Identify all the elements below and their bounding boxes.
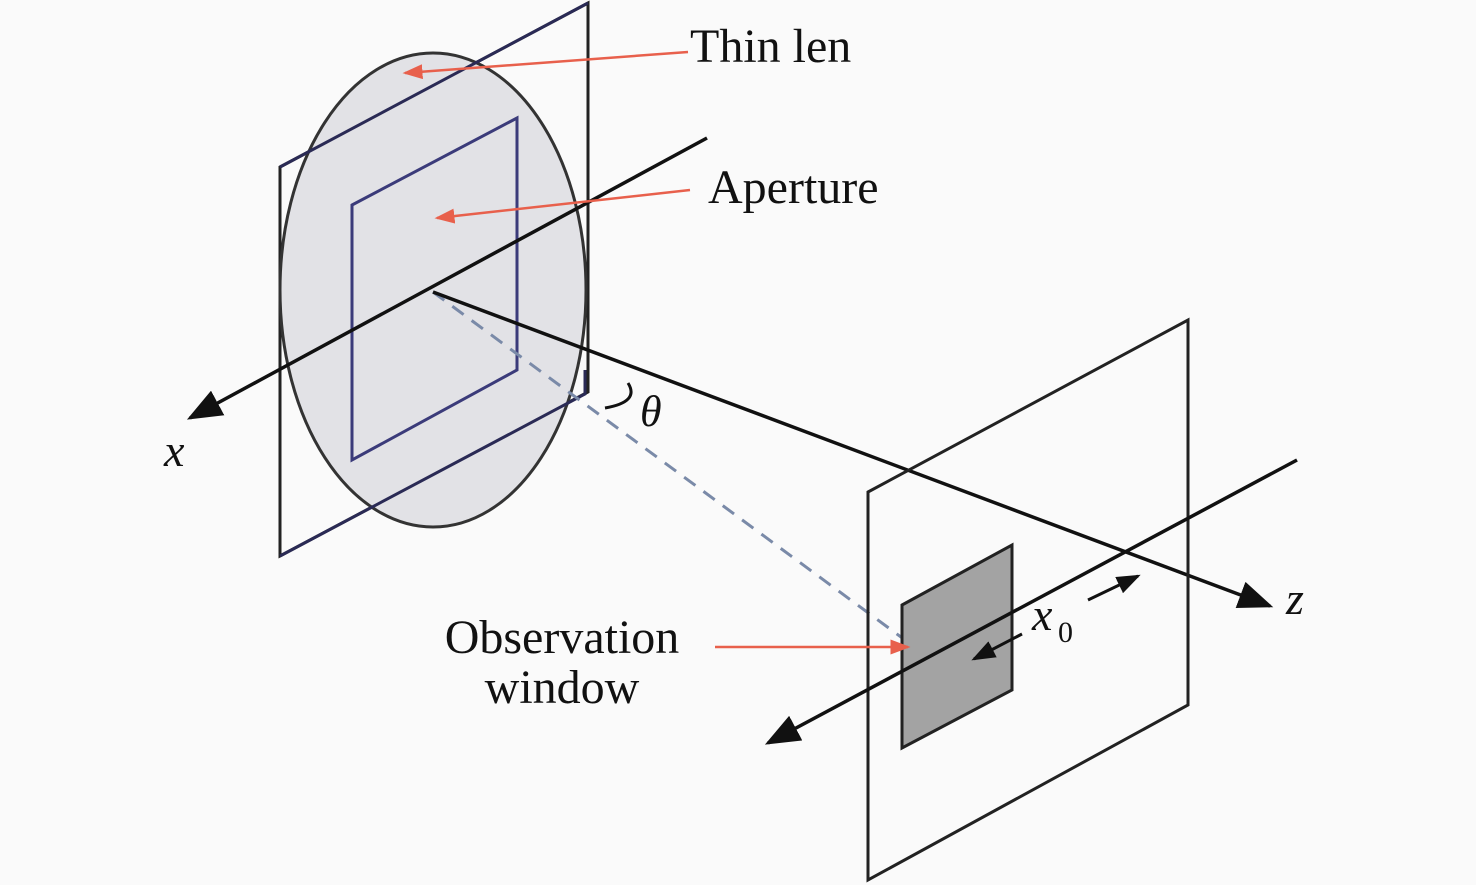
thin-lens-pointer [402,50,689,80]
observation-plane [866,317,1190,883]
offset-arrow-left [971,632,1023,661]
offset-label-subscript: 0 [1058,616,1073,649]
lens-plane-front-edges [279,1,589,169]
observation-x-axis [764,458,1298,745]
offset-arrow-right [1087,574,1141,602]
thin-lens [278,51,588,529]
angle-arc [604,382,633,410]
angle-label: θ [640,387,662,436]
observation-window [900,542,1014,751]
lens-plane-bottom-edge [279,370,587,558]
thin-lens-label: Thin len [690,20,851,73]
observation-label-line1: Observation [445,611,680,664]
aperture-label: Aperture [708,161,879,214]
ray-dashed [432,290,906,642]
x-axis [186,136,708,420]
z-axis [432,290,1274,609]
observation-label-line2: window [485,661,640,714]
z-axis-label: z [1285,573,1304,624]
aperture-pointer [434,188,691,224]
x-axis-label: x [163,425,185,476]
offset-label: x [1031,589,1053,640]
aperture [350,115,519,463]
